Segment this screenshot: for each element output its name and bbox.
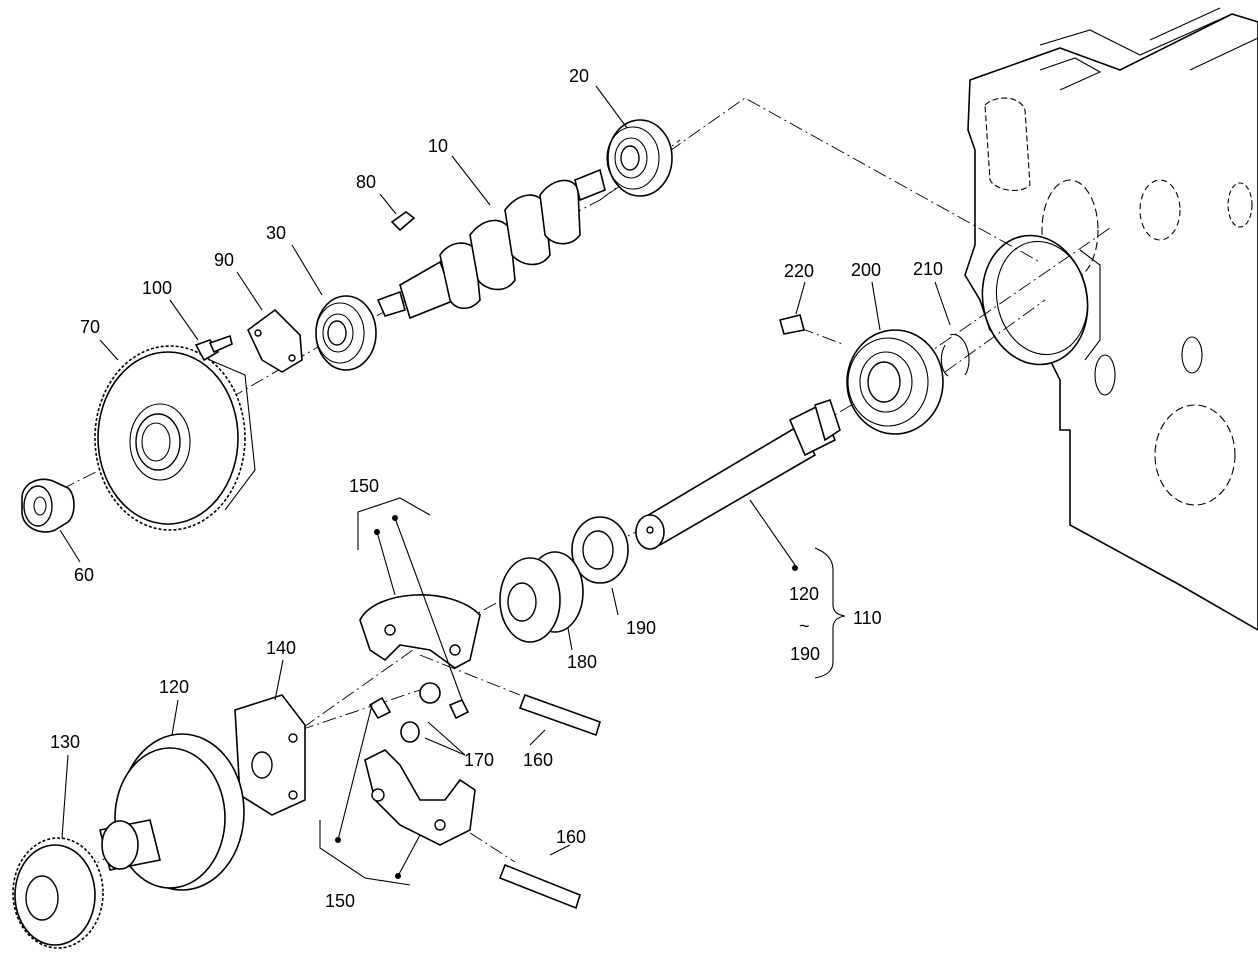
callout-70: 70 (80, 317, 100, 337)
part-220-set-screw (779, 314, 805, 335)
governor-shaft (635, 398, 841, 550)
callout-190-range-end: 190 (790, 644, 820, 664)
part-90-retaining-plate (246, 308, 303, 373)
callout-60: 60 (74, 565, 94, 585)
part-180-sliding-sleeve (499, 551, 584, 643)
engine-block-housing (964, 7, 1258, 631)
part-60-nut (21, 478, 75, 533)
part-130-small-gear (12, 837, 104, 949)
callout-120: 120 (159, 677, 189, 697)
callout-100: 100 (142, 278, 172, 298)
part-100-bolt (194, 334, 233, 362)
part-10-camshaft (376, 168, 606, 320)
callout-labels: 20 10 80 30 90 100 70 60 220 200 210 150… (50, 66, 943, 911)
part-30-ball-bearing (315, 295, 377, 371)
callout-190: 190 (626, 618, 656, 638)
callout-180: 180 (567, 652, 597, 672)
callout-80: 80 (356, 172, 376, 192)
leader-dots (335, 515, 798, 879)
part-210-circlip (940, 334, 970, 377)
callout-140: 140 (266, 638, 296, 658)
callout-130: 130 (50, 732, 80, 752)
callout-210: 210 (913, 259, 943, 279)
callout-150-upper: 150 (349, 476, 379, 496)
callout-150-lower: 150 (325, 891, 355, 911)
part-120-governor-drum (99, 733, 245, 891)
callout-range-separator: ~ (799, 616, 810, 636)
part-20-ball-bearing (606, 119, 673, 197)
callout-110: 110 (853, 608, 882, 628)
part-80-woodruff-key (390, 211, 416, 232)
part-150-flyweight-upper (359, 594, 481, 669)
callout-10: 10 (428, 136, 448, 156)
callout-200: 200 (851, 260, 881, 280)
callout-220: 220 (784, 261, 814, 281)
callout-170: 170 (464, 750, 494, 770)
callout-160-upper: 160 (523, 750, 553, 770)
callout-20: 20 (569, 66, 589, 86)
part-150-flyweight-lower (364, 749, 476, 846)
part-170-pins (368, 682, 470, 743)
part-140-weight-block (234, 694, 306, 816)
callout-90: 90 (214, 250, 234, 270)
leader-lines (59, 85, 951, 886)
part-160-pin-lower (498, 863, 581, 910)
callout-30: 30 (266, 223, 286, 243)
part-70-large-gear (94, 345, 256, 531)
callout-160-lower: 160 (556, 827, 586, 847)
part-200-ball-bearing (846, 329, 944, 435)
part-190-washer (571, 516, 629, 584)
callout-120-range-start: 120 (789, 584, 819, 604)
part-160-pin-upper (518, 693, 601, 737)
